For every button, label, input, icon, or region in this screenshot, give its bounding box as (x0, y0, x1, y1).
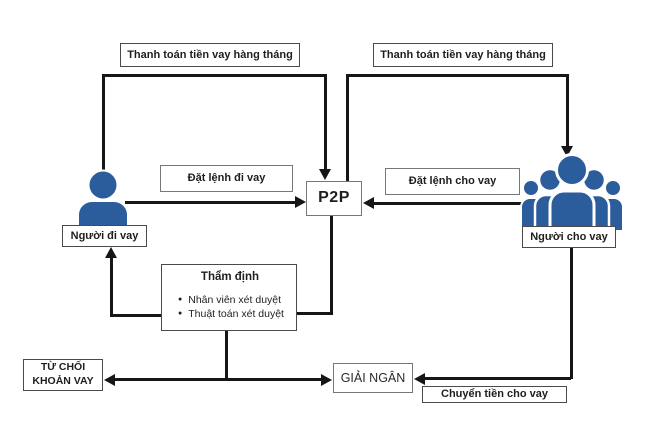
label-monthly-payment-right: Thanh toán tiền vay hàng tháng (373, 43, 553, 67)
label-lend-order: Đặt lệnh cho vay (385, 168, 520, 195)
appraisal-criteria-list: Nhân viên xét duyệt Thuật toán xét duyệt (172, 292, 288, 322)
arrowhead-into-borrower-label (105, 247, 117, 258)
arrowhead-into-p2p-top (319, 169, 331, 180)
borrower-label: Người đi vay (62, 225, 147, 247)
arrowhead-borrow-order (295, 196, 306, 208)
connector-lend-order (373, 202, 532, 205)
connector-p2p-to-appraisal (296, 312, 333, 315)
label-transfer-loan-money: Chuyển tiền cho vay (422, 386, 567, 403)
connector-bottom-horizontal (112, 378, 323, 381)
person-icon (77, 169, 129, 228)
p2p-platform-node: P2P (306, 181, 362, 216)
people-group-icon (520, 153, 624, 231)
appraisal-bullet-staff: Nhân viên xét duyệt (178, 294, 288, 306)
reject-line-1: TỪ CHỐI (40, 361, 86, 374)
label-borrow-order: Đặt lệnh đi vay (160, 165, 293, 192)
connector-appraisal-down (225, 331, 228, 380)
reject-loan-node: TỪ CHỐI KHOẢN VAY (23, 359, 103, 391)
reject-line-2: KHOẢN VAY (32, 375, 94, 387)
arrowhead-into-disburse-left (321, 374, 332, 386)
connector-into-lender (566, 74, 569, 148)
arrowhead-lend-order (363, 197, 374, 209)
arrowhead-into-disburse-right (414, 373, 425, 385)
connector-appraisal-left (111, 314, 162, 317)
lender-label: Người cho vay (522, 226, 616, 248)
connector-p2p-down (330, 216, 333, 315)
connector-top-right-horizontal (346, 74, 569, 77)
label-monthly-payment-left: Thanh toán tiền vay hàng tháng (120, 43, 300, 67)
connector-borrower-up (102, 76, 105, 171)
disburse-node: GIẢI NGÂN (333, 363, 413, 393)
connector-transfer (423, 377, 571, 380)
connector-p2p-top-up (346, 74, 349, 181)
appraisal-node: Thẩm định Nhân viên xét duyệt Thuật toán… (161, 264, 297, 331)
connector-lender-down (570, 248, 573, 379)
connector-borrow-order (125, 201, 296, 204)
appraisal-title: Thẩm định (200, 271, 260, 283)
connector-up-to-borrower (110, 256, 113, 317)
arrowhead-into-lender (561, 146, 573, 157)
appraisal-bullet-algorithm: Thuật toán xét duyệt (178, 308, 288, 320)
arrowhead-into-reject (104, 374, 115, 386)
connector-top-left-horizontal (102, 74, 327, 77)
connector-into-p2p-top (324, 74, 327, 171)
